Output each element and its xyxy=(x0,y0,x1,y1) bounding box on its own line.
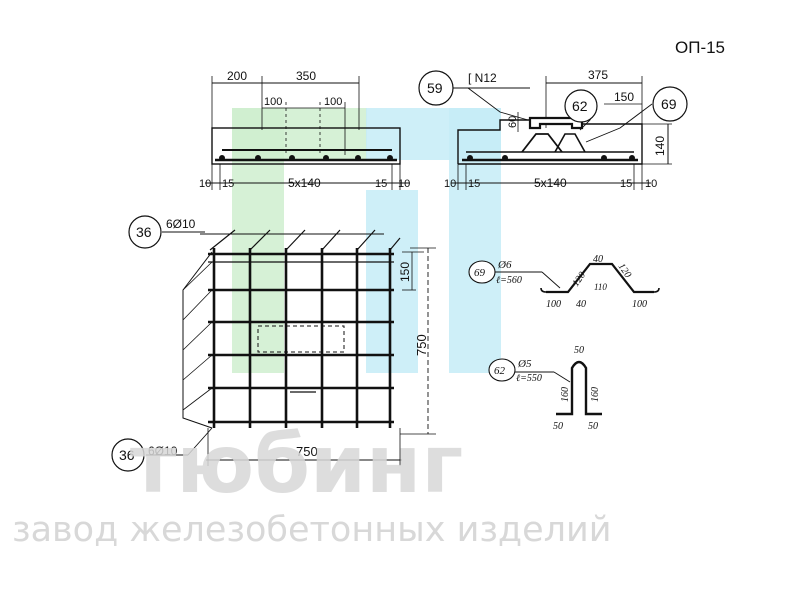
detail-62-shape xyxy=(556,360,602,416)
detail-62-50-right: 50 xyxy=(588,421,598,432)
dim-left-100b: 100 xyxy=(324,96,342,108)
callout-69-detail: 69 xyxy=(468,260,496,284)
dim-left-15a: 15 xyxy=(222,178,234,190)
channel-label: [ N12 xyxy=(468,71,497,85)
detail-62-callout-label: 62 xyxy=(494,365,506,377)
callout-59-label: 59 xyxy=(427,80,443,96)
callout-36-top-label: 36 xyxy=(136,224,152,240)
detail-62-50-left: 50 xyxy=(553,421,563,432)
callout-62-detail: 62 xyxy=(488,358,516,382)
callout-62: 62 xyxy=(564,89,598,123)
callout-62-label: 62 xyxy=(572,98,588,114)
callout-36-top: 36 xyxy=(128,215,162,249)
dim-left-200: 200 xyxy=(227,69,247,83)
dim-right-60: 60 xyxy=(507,116,519,128)
dim-mesh-750-h: 750 xyxy=(296,444,318,459)
section-view-right xyxy=(451,76,672,190)
dim-right-10b: 10 xyxy=(645,178,657,190)
detail-69-shape xyxy=(540,262,660,294)
detail-69-spec: Ø6 xyxy=(497,259,512,271)
detail-69-40-bottom: 40 xyxy=(576,299,586,310)
watermark-brand: тюбинг xyxy=(130,418,463,511)
dim-right-15a: 15 xyxy=(468,178,480,190)
dim-right-140: 140 xyxy=(653,136,667,156)
detail-69-100-right: 100 xyxy=(632,299,647,310)
detail-62-160-right: 160 xyxy=(590,387,601,402)
dim-left-15b: 15 xyxy=(375,178,387,190)
dim-right-15b: 15 xyxy=(620,178,632,190)
detail-69-40-top: 40 xyxy=(593,254,603,265)
detail-62-leader xyxy=(514,371,571,383)
callout-69-label: 69 xyxy=(661,96,677,112)
dim-mesh-750-v: 750 xyxy=(414,334,429,356)
rebar-spec-top: 6Ø10 xyxy=(166,217,196,231)
dim-left-350: 350 xyxy=(296,69,316,83)
dim-left-10a: 10 xyxy=(199,178,211,190)
detail-62-160-left: 160 xyxy=(560,387,571,402)
detail-69-leader xyxy=(495,271,561,289)
rebar-spec-bottom: 6Ø10 xyxy=(148,444,178,458)
drawing-code: ОП-15 xyxy=(675,38,725,57)
detail-62-50-top: 50 xyxy=(574,345,584,356)
dim-right-375: 375 xyxy=(588,68,608,82)
detail-62-length: ℓ=550 xyxy=(516,373,542,384)
dim-right-150: 150 xyxy=(614,90,634,104)
dim-right-10a: 10 xyxy=(444,178,456,190)
dim-mesh-150: 150 xyxy=(398,262,412,282)
section-view-left xyxy=(205,76,410,190)
callout-69: 69 xyxy=(652,86,688,122)
detail-69-110: 110 xyxy=(594,282,607,292)
detail-62-spec: Ø5 xyxy=(517,358,532,370)
rebar-mesh xyxy=(146,229,436,466)
dim-left-10b: 10 xyxy=(398,178,410,190)
detail-69-120-right: 120 xyxy=(616,261,634,280)
callout-36-bottom: 36 xyxy=(111,438,145,472)
callout-59: 59 xyxy=(418,70,454,106)
dim-left-100a: 100 xyxy=(264,96,282,108)
rebar-dots-right xyxy=(467,155,635,161)
callout-36-bottom-label: 36 xyxy=(119,447,135,463)
dim-left-5x140: 5x140 xyxy=(288,176,321,190)
detail-69-100-left: 100 xyxy=(546,299,561,310)
rebar-dots-left xyxy=(219,155,393,161)
dim-right-5x140: 5x140 xyxy=(534,176,567,190)
detail-69-length: ℓ=560 xyxy=(496,275,522,286)
detail-69-callout-label: 69 xyxy=(474,267,486,279)
watermark-logo xyxy=(232,108,501,373)
watermark-tagline: завод железобетонных изделий xyxy=(12,510,612,550)
